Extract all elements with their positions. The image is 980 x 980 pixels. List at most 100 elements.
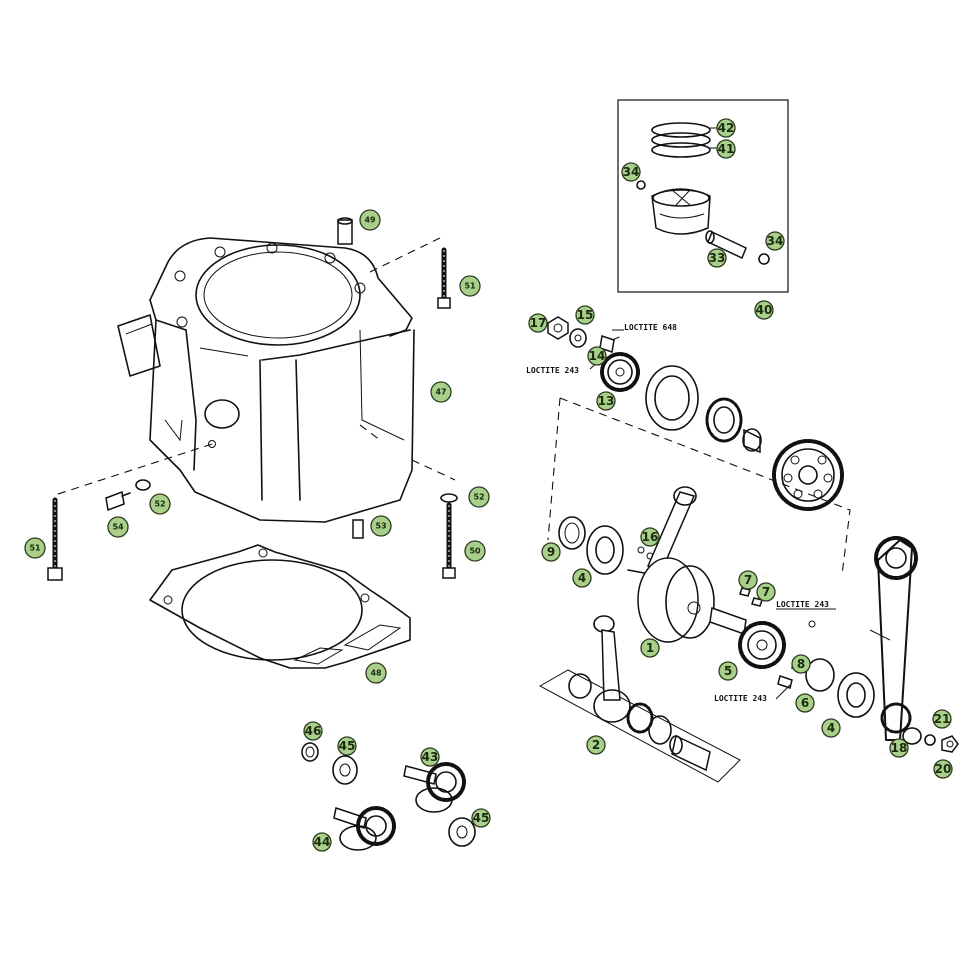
callout-34-left: 34 <box>621 162 641 182</box>
loctite-note-3: LOCTITE 243 <box>776 600 829 609</box>
callout-14: 14 <box>587 346 607 366</box>
callout-16: 16 <box>640 527 660 547</box>
dowel-pin-49 <box>337 217 353 245</box>
svg-text:18: 18 <box>891 741 908 755</box>
callout-34-right: 34 <box>765 231 785 251</box>
svg-text:49: 49 <box>364 216 376 225</box>
svg-text:42: 42 <box>718 121 735 135</box>
svg-text:13: 13 <box>598 394 615 408</box>
callout-54: 54 <box>107 516 129 538</box>
svg-text:41: 41 <box>718 142 735 156</box>
callout-7-a: 7 <box>738 570 758 590</box>
svg-text:7: 7 <box>744 573 752 587</box>
callout-21: 21 <box>932 709 952 729</box>
svg-text:20: 20 <box>935 762 952 776</box>
callout-52-right: 52 <box>468 486 490 508</box>
balancer-drive-parts <box>547 316 640 392</box>
crankshaft <box>627 486 747 643</box>
svg-text:8: 8 <box>797 657 805 671</box>
callout-40: 40 <box>754 300 774 320</box>
callout-badges: 42 41 34 34 33 40 49 51 47 52 54 52 53 5… <box>24 118 953 852</box>
svg-text:51: 51 <box>464 282 476 291</box>
dowel-pin-53 <box>352 519 364 539</box>
svg-text:16: 16 <box>642 530 659 544</box>
callout-42: 42 <box>716 118 736 138</box>
svg-text:54: 54 <box>112 523 124 532</box>
callout-7-b: 7 <box>756 582 776 602</box>
callout-4-right: 4 <box>821 718 841 738</box>
cylinder <box>54 237 456 523</box>
svg-text:33: 33 <box>709 251 726 265</box>
svg-text:43: 43 <box>422 750 439 764</box>
callout-2: 2 <box>586 735 606 755</box>
svg-text:40: 40 <box>756 303 773 317</box>
svg-text:15: 15 <box>577 308 594 322</box>
nut-washer-18-21-20 <box>902 727 959 753</box>
callout-4-left: 4 <box>572 568 592 588</box>
screw-54 <box>105 479 151 512</box>
callout-6: 6 <box>795 693 815 713</box>
svg-text:9: 9 <box>547 545 555 559</box>
callout-51-left: 51 <box>24 537 46 559</box>
svg-text:14: 14 <box>589 349 606 363</box>
timing-chain <box>869 536 918 741</box>
callout-50: 50 <box>464 540 486 562</box>
svg-text:51: 51 <box>29 544 41 553</box>
stud-bolt-right <box>440 493 458 579</box>
loctite-notes: LOCTITE 648 LOCTITE 243 LOCTITE 243 LOCT… <box>526 323 829 703</box>
svg-text:52: 52 <box>473 493 484 502</box>
callout-20: 20 <box>933 759 953 779</box>
svg-text:6: 6 <box>801 696 809 710</box>
callout-45-bottom: 45 <box>471 808 491 828</box>
stud-bolt-left <box>47 497 63 581</box>
svg-text:47: 47 <box>435 388 446 397</box>
balancer-parts <box>301 742 476 851</box>
callout-8: 8 <box>791 654 811 674</box>
callout-18: 18 <box>889 738 909 758</box>
connecting-rod-set <box>538 615 741 783</box>
callout-46: 46 <box>303 721 323 741</box>
svg-text:52: 52 <box>154 500 165 509</box>
svg-text:34: 34 <box>623 165 640 179</box>
svg-text:44: 44 <box>314 835 331 849</box>
svg-text:21: 21 <box>934 712 951 726</box>
loctite-note-1: LOCTITE 648 <box>624 323 677 332</box>
note-leaders <box>589 329 836 700</box>
svg-text:4: 4 <box>827 721 835 735</box>
svg-text:48: 48 <box>370 669 382 678</box>
callout-43: 43 <box>420 747 440 767</box>
callout-1: 1 <box>640 638 660 658</box>
callout-48: 48 <box>365 662 387 684</box>
base-gasket <box>149 544 411 669</box>
svg-text:34: 34 <box>767 234 784 248</box>
svg-text:50: 50 <box>469 547 481 556</box>
svg-text:7: 7 <box>762 585 770 599</box>
svg-text:53: 53 <box>375 522 386 531</box>
callout-41: 41 <box>716 139 736 159</box>
svg-text:45: 45 <box>339 739 356 753</box>
piston-inset <box>617 99 789 293</box>
callout-45-top: 45 <box>337 736 357 756</box>
stud-bolt-top <box>437 247 451 309</box>
callout-13: 13 <box>596 391 616 411</box>
loctite-note-4: LOCTITE 243 <box>714 694 767 703</box>
svg-text:2: 2 <box>592 738 600 752</box>
svg-text:45: 45 <box>473 811 490 825</box>
seal-and-bearing-left <box>558 516 654 575</box>
loctite-note-2: LOCTITE 243 <box>526 366 579 375</box>
shim-and-bearing-right <box>805 658 875 718</box>
callout-44: 44 <box>312 832 332 852</box>
clutch-side-parts <box>645 365 844 511</box>
svg-text:1: 1 <box>646 641 654 655</box>
svg-text:5: 5 <box>724 664 732 678</box>
callout-52-left: 52 <box>149 493 171 515</box>
callout-15: 15 <box>575 305 595 325</box>
callout-17: 17 <box>528 313 548 333</box>
callout-5: 5 <box>718 661 738 681</box>
callout-53: 53 <box>370 515 392 537</box>
svg-text:17: 17 <box>530 316 547 330</box>
callout-49: 49 <box>359 209 381 231</box>
crank-gear <box>738 621 786 669</box>
callout-9: 9 <box>541 542 561 562</box>
